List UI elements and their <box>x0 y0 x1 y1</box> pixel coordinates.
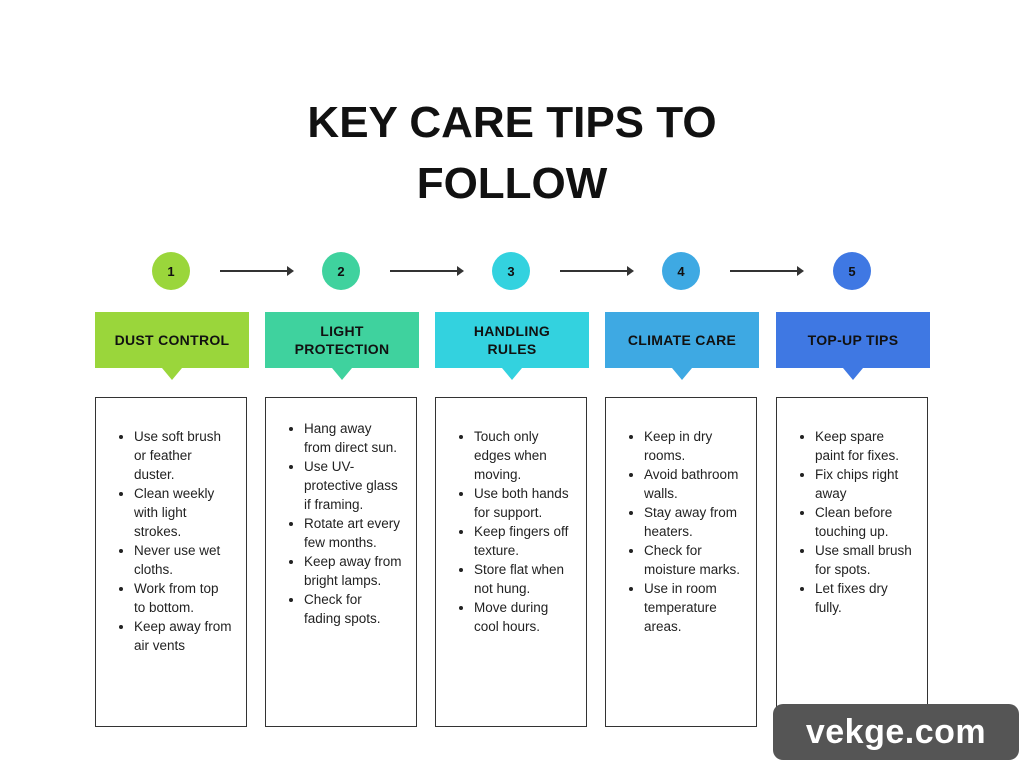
list-item: Store flat when not hung. <box>474 560 586 598</box>
list-item: Check for fading spots. <box>304 590 416 628</box>
list-item: Touch only edges when moving. <box>474 427 586 484</box>
arrow-1-2 <box>220 266 294 276</box>
tips-list-1: Use soft brush or feather duster. Clean … <box>96 398 246 655</box>
list-item: Clean weekly with light strokes. <box>134 484 246 541</box>
list-item: Check for moisture marks. <box>644 541 756 579</box>
step-number-1: 1 <box>152 252 190 290</box>
step-number-3: 3 <box>492 252 530 290</box>
list-item: Stay away from heaters. <box>644 503 756 541</box>
step-number-4: 4 <box>662 252 700 290</box>
list-item: Keep in dry rooms. <box>644 427 756 465</box>
list-item: Keep spare paint for fixes. <box>815 427 927 465</box>
arrow-4-5 <box>730 266 804 276</box>
page-title: KEY CARE TIPS TO FOLLOW <box>0 92 1024 214</box>
list-item: Use soft brush or feather duster. <box>134 427 246 484</box>
list-item: Never use wet cloths. <box>134 541 246 579</box>
list-item: Work from top to bottom. <box>134 579 246 617</box>
tips-list-3: Touch only edges when moving. Use both h… <box>436 398 586 636</box>
tips-list-4: Keep in dry rooms. Avoid bathroom walls.… <box>606 398 756 636</box>
arrow-3-4 <box>560 266 634 276</box>
list-item: Rotate art every few months. <box>304 514 416 552</box>
list-item: Let fixes dry fully. <box>815 579 927 617</box>
step-tips-box-3: Touch only edges when moving. Use both h… <box>435 397 587 727</box>
step-heading-2: LIGHT PROTECTION <box>265 312 419 380</box>
watermark-badge: vekge.com <box>773 704 1019 760</box>
step-number-5: 5 <box>833 252 871 290</box>
step-heading-3: HANDLING RULES <box>435 312 589 380</box>
step-tips-box-2: Hang away from direct sun. Use UV-protec… <box>265 397 417 727</box>
step-heading-1: DUST CONTROL <box>95 312 249 380</box>
title-line-1: KEY CARE TIPS TO <box>307 98 717 147</box>
arrow-2-3 <box>390 266 464 276</box>
step-tips-box-1: Use soft brush or feather duster. Clean … <box>95 397 247 727</box>
list-item: Use UV-protective glass if framing. <box>304 457 416 514</box>
step-tips-box-4: Keep in dry rooms. Avoid bathroom walls.… <box>605 397 757 727</box>
list-item: Use in room temperature areas. <box>644 579 756 636</box>
tips-list-5: Keep spare paint for fixes. Fix chips ri… <box>777 398 927 617</box>
title-line-2: FOLLOW <box>416 159 608 208</box>
list-item: Move during cool hours. <box>474 598 586 636</box>
list-item: Keep away from air vents <box>134 617 246 655</box>
list-item: Use small brush for spots. <box>815 541 927 579</box>
list-item: Keep away from bright lamps. <box>304 552 416 590</box>
list-item: Clean before touching up. <box>815 503 927 541</box>
list-item: Use both hands for support. <box>474 484 586 522</box>
tips-list-2: Hang away from direct sun. Use UV-protec… <box>266 398 416 628</box>
step-heading-4: CLIMATE CARE <box>605 312 759 380</box>
step-heading-5: TOP-UP TIPS <box>776 312 930 380</box>
list-item: Hang away from direct sun. <box>304 419 416 457</box>
step-tips-box-5: Keep spare paint for fixes. Fix chips ri… <box>776 397 928 727</box>
list-item: Fix chips right away <box>815 465 927 503</box>
list-item: Avoid bathroom walls. <box>644 465 756 503</box>
list-item: Keep fingers off texture. <box>474 522 586 560</box>
step-number-2: 2 <box>322 252 360 290</box>
